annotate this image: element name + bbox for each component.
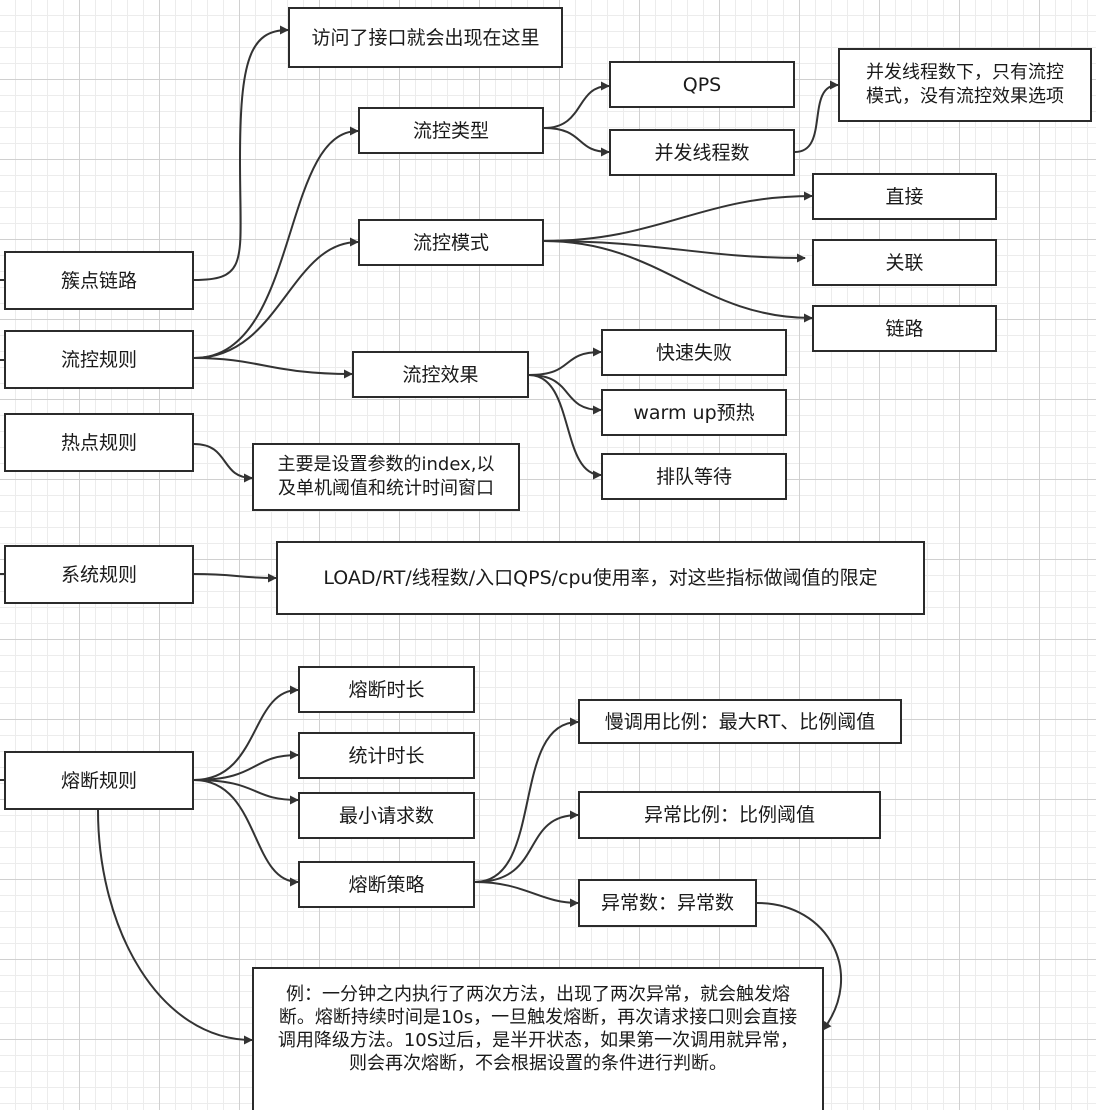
- edge-concurrent-to-note: [794, 80, 839, 153]
- edge-flow-mode-to-association: [543, 240, 806, 263]
- node-slow-call-ratio[interactable]: 慢调用比例：最大RT、比例阈值: [578, 699, 902, 744]
- edge-flow-type-to-concurrent: [543, 127, 610, 157]
- node-concurrent-threads[interactable]: 并发线程数: [609, 129, 795, 176]
- node-error-ratio[interactable]: 异常比例：比例阈值: [578, 791, 881, 839]
- edge-strategy-to-error-count: [474, 881, 579, 908]
- node-min-requests[interactable]: 最小请求数: [298, 792, 475, 839]
- edge-flow-rule-to-flow-type: [193, 126, 359, 359]
- node-hotspot-rule[interactable]: 热点规则: [4, 413, 194, 472]
- edge-circuit-to-example: [97, 809, 253, 1045]
- node-fast-fail[interactable]: 快速失败: [601, 329, 787, 376]
- node-error-count[interactable]: 异常数：异常数: [578, 879, 757, 927]
- edge-circuit-to-min-requests: [193, 779, 299, 805]
- edge-flow-effect-to-queue-wait: [528, 374, 602, 480]
- node-flow-rule[interactable]: 流控规则: [4, 330, 194, 389]
- node-hotspot-note[interactable]: 主要是设置参数的index,以 及单机阈值和统计时间窗口: [252, 443, 520, 511]
- edge-flow-rule-to-flow-effect: [193, 357, 353, 379]
- node-direct[interactable]: 直接: [812, 173, 997, 220]
- node-qps[interactable]: QPS: [609, 61, 795, 108]
- edge-circuit-to-break-strategy: [193, 779, 299, 887]
- node-circuit-rule[interactable]: 熔断规则: [4, 751, 194, 810]
- edge-flow-type-to-qps: [543, 81, 610, 129]
- edge-system-to-note: [193, 573, 277, 583]
- node-api-note[interactable]: 访问了接口就会出现在这里: [288, 7, 563, 68]
- node-concurrent-note[interactable]: 并发线程数下，只有流控 模式，没有流控效果选项: [838, 48, 1092, 122]
- edge-circuit-to-break-duration: [193, 685, 299, 781]
- edge-flow-rule-to-flow-mode: [193, 237, 359, 359]
- node-example-note[interactable]: 例：一分钟之内执行了两次方法，出现了两次异常，就会触发熔断。熔断持续时间是10s…: [252, 967, 824, 1110]
- node-system-note[interactable]: LOAD/RT/线程数/入口QPS/cpu使用率，对这些指标做阈值的限定: [276, 541, 925, 615]
- edge-flow-mode-to-link: [543, 240, 813, 323]
- edge-cluster-chain-to-api-note: [193, 25, 289, 281]
- edge-circuit-to-stat-duration: [193, 750, 299, 781]
- node-warm-up[interactable]: warm up预热: [601, 389, 787, 436]
- node-flow-mode[interactable]: 流控模式: [358, 219, 544, 266]
- node-link[interactable]: 链路: [812, 305, 997, 352]
- edge-hotspot-to-note: [193, 443, 253, 483]
- node-queue-wait[interactable]: 排队等待: [601, 453, 787, 500]
- node-cluster-chain[interactable]: 簇点链路: [4, 251, 194, 310]
- node-stat-duration[interactable]: 统计时长: [298, 732, 475, 779]
- node-break-strategy[interactable]: 熔断策略: [298, 861, 475, 908]
- edge-flow-mode-to-direct: [543, 191, 813, 242]
- edge-error-count-to-example: [756, 902, 842, 1031]
- node-association[interactable]: 关联: [812, 239, 997, 286]
- edge-flow-effect-to-fast-fail: [528, 347, 602, 376]
- edge-flow-effect-to-warm-up: [528, 374, 602, 415]
- node-flow-type[interactable]: 流控类型: [358, 107, 544, 154]
- edge-strategy-to-error-ratio: [474, 810, 579, 883]
- edge-strategy-to-slow-call: [474, 717, 579, 883]
- node-system-rule[interactable]: 系统规则: [4, 545, 194, 604]
- node-break-duration[interactable]: 熔断时长: [298, 666, 475, 713]
- node-flow-effect[interactable]: 流控效果: [352, 351, 529, 398]
